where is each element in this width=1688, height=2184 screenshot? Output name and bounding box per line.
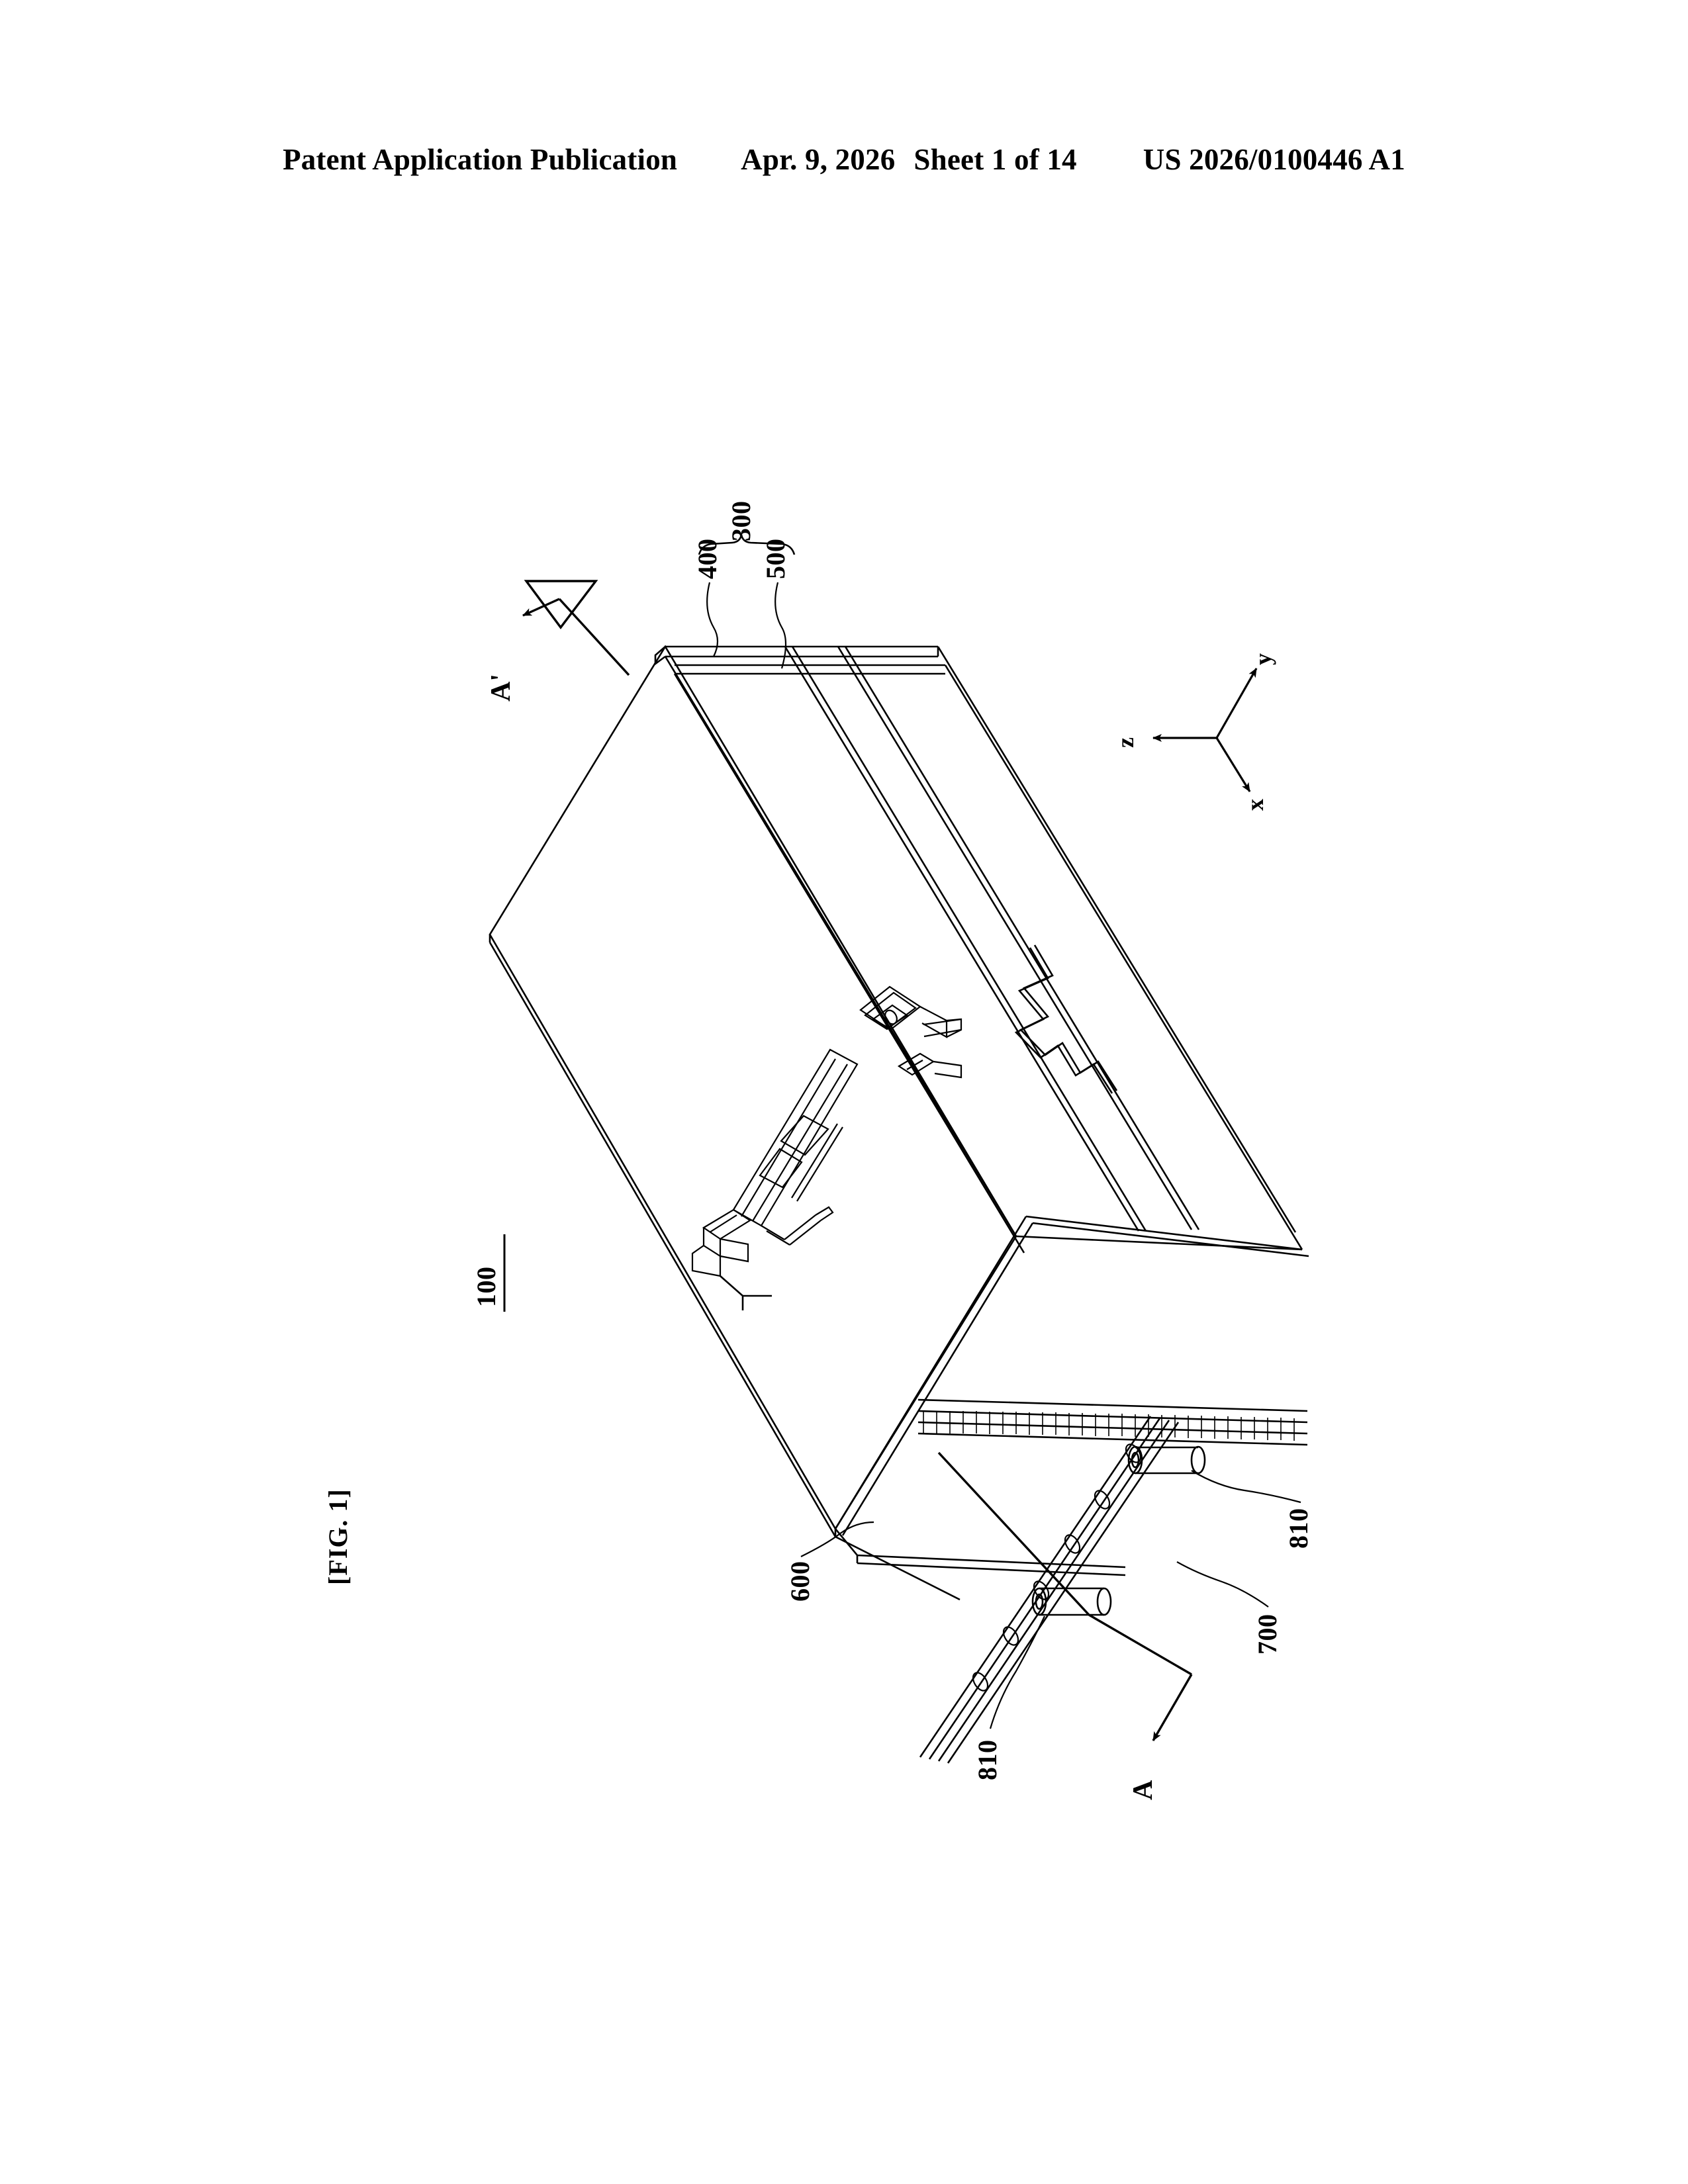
publication-title: Patent Application Publication [283, 143, 678, 176]
axis-label-z: z [1112, 737, 1139, 748]
section-line-a-a-prime [522, 580, 1193, 1741]
cover-upper-plate-400 [654, 645, 939, 666]
sheet-number: Sheet 1 of 14 [914, 143, 1077, 176]
section-label-a: A [1128, 1780, 1158, 1800]
ref-500: 500 [761, 539, 790, 580]
cover-mid-slab [784, 646, 1200, 1232]
document-number: US 2026/0100446 A1 [1143, 143, 1405, 176]
bushing-upper-810 [1127, 1445, 1206, 1475]
cover-shoulder-step [720, 1275, 772, 1310]
ref-810-left: 810 [972, 1740, 1002, 1781]
flange-700-rail-band [917, 1398, 1308, 1446]
section-label-a-prime: A' [486, 674, 516, 702]
axis-label-y: y [1250, 653, 1276, 665]
ref-810-right: 810 [1284, 1508, 1313, 1549]
page-header: Patent Application Publication Apr. 9, 2… [0, 142, 1688, 177]
ref-600: 600 [785, 1561, 815, 1602]
ref-400: 400 [692, 539, 722, 580]
leader-lines [706, 582, 1301, 1729]
ref-300: 300 [726, 501, 756, 542]
coordinate-axes [1152, 668, 1258, 792]
brace-300 [698, 534, 796, 555]
cover-lower-plate-500 [675, 664, 945, 675]
bushing-lower-810 [1031, 1587, 1112, 1616]
case-body-600-front-face [489, 934, 961, 1601]
flange-700-upper-surface [834, 1215, 1309, 1536]
publication-date: Apr. 9, 2026 [741, 143, 896, 176]
ref-100: 100 [471, 1267, 501, 1308]
ref-700: 700 [1252, 1614, 1282, 1655]
break-line-zigzag [1014, 944, 1118, 1094]
case-bottom-edge [834, 1528, 1126, 1576]
connector-vent-assembly [691, 985, 962, 1277]
axis-label-x: x [1242, 799, 1268, 811]
flange-700-rail-hatch [923, 1411, 1295, 1441]
mounting-rail-angled [919, 1416, 1180, 1764]
cover-right-slab [664, 646, 1303, 1253]
